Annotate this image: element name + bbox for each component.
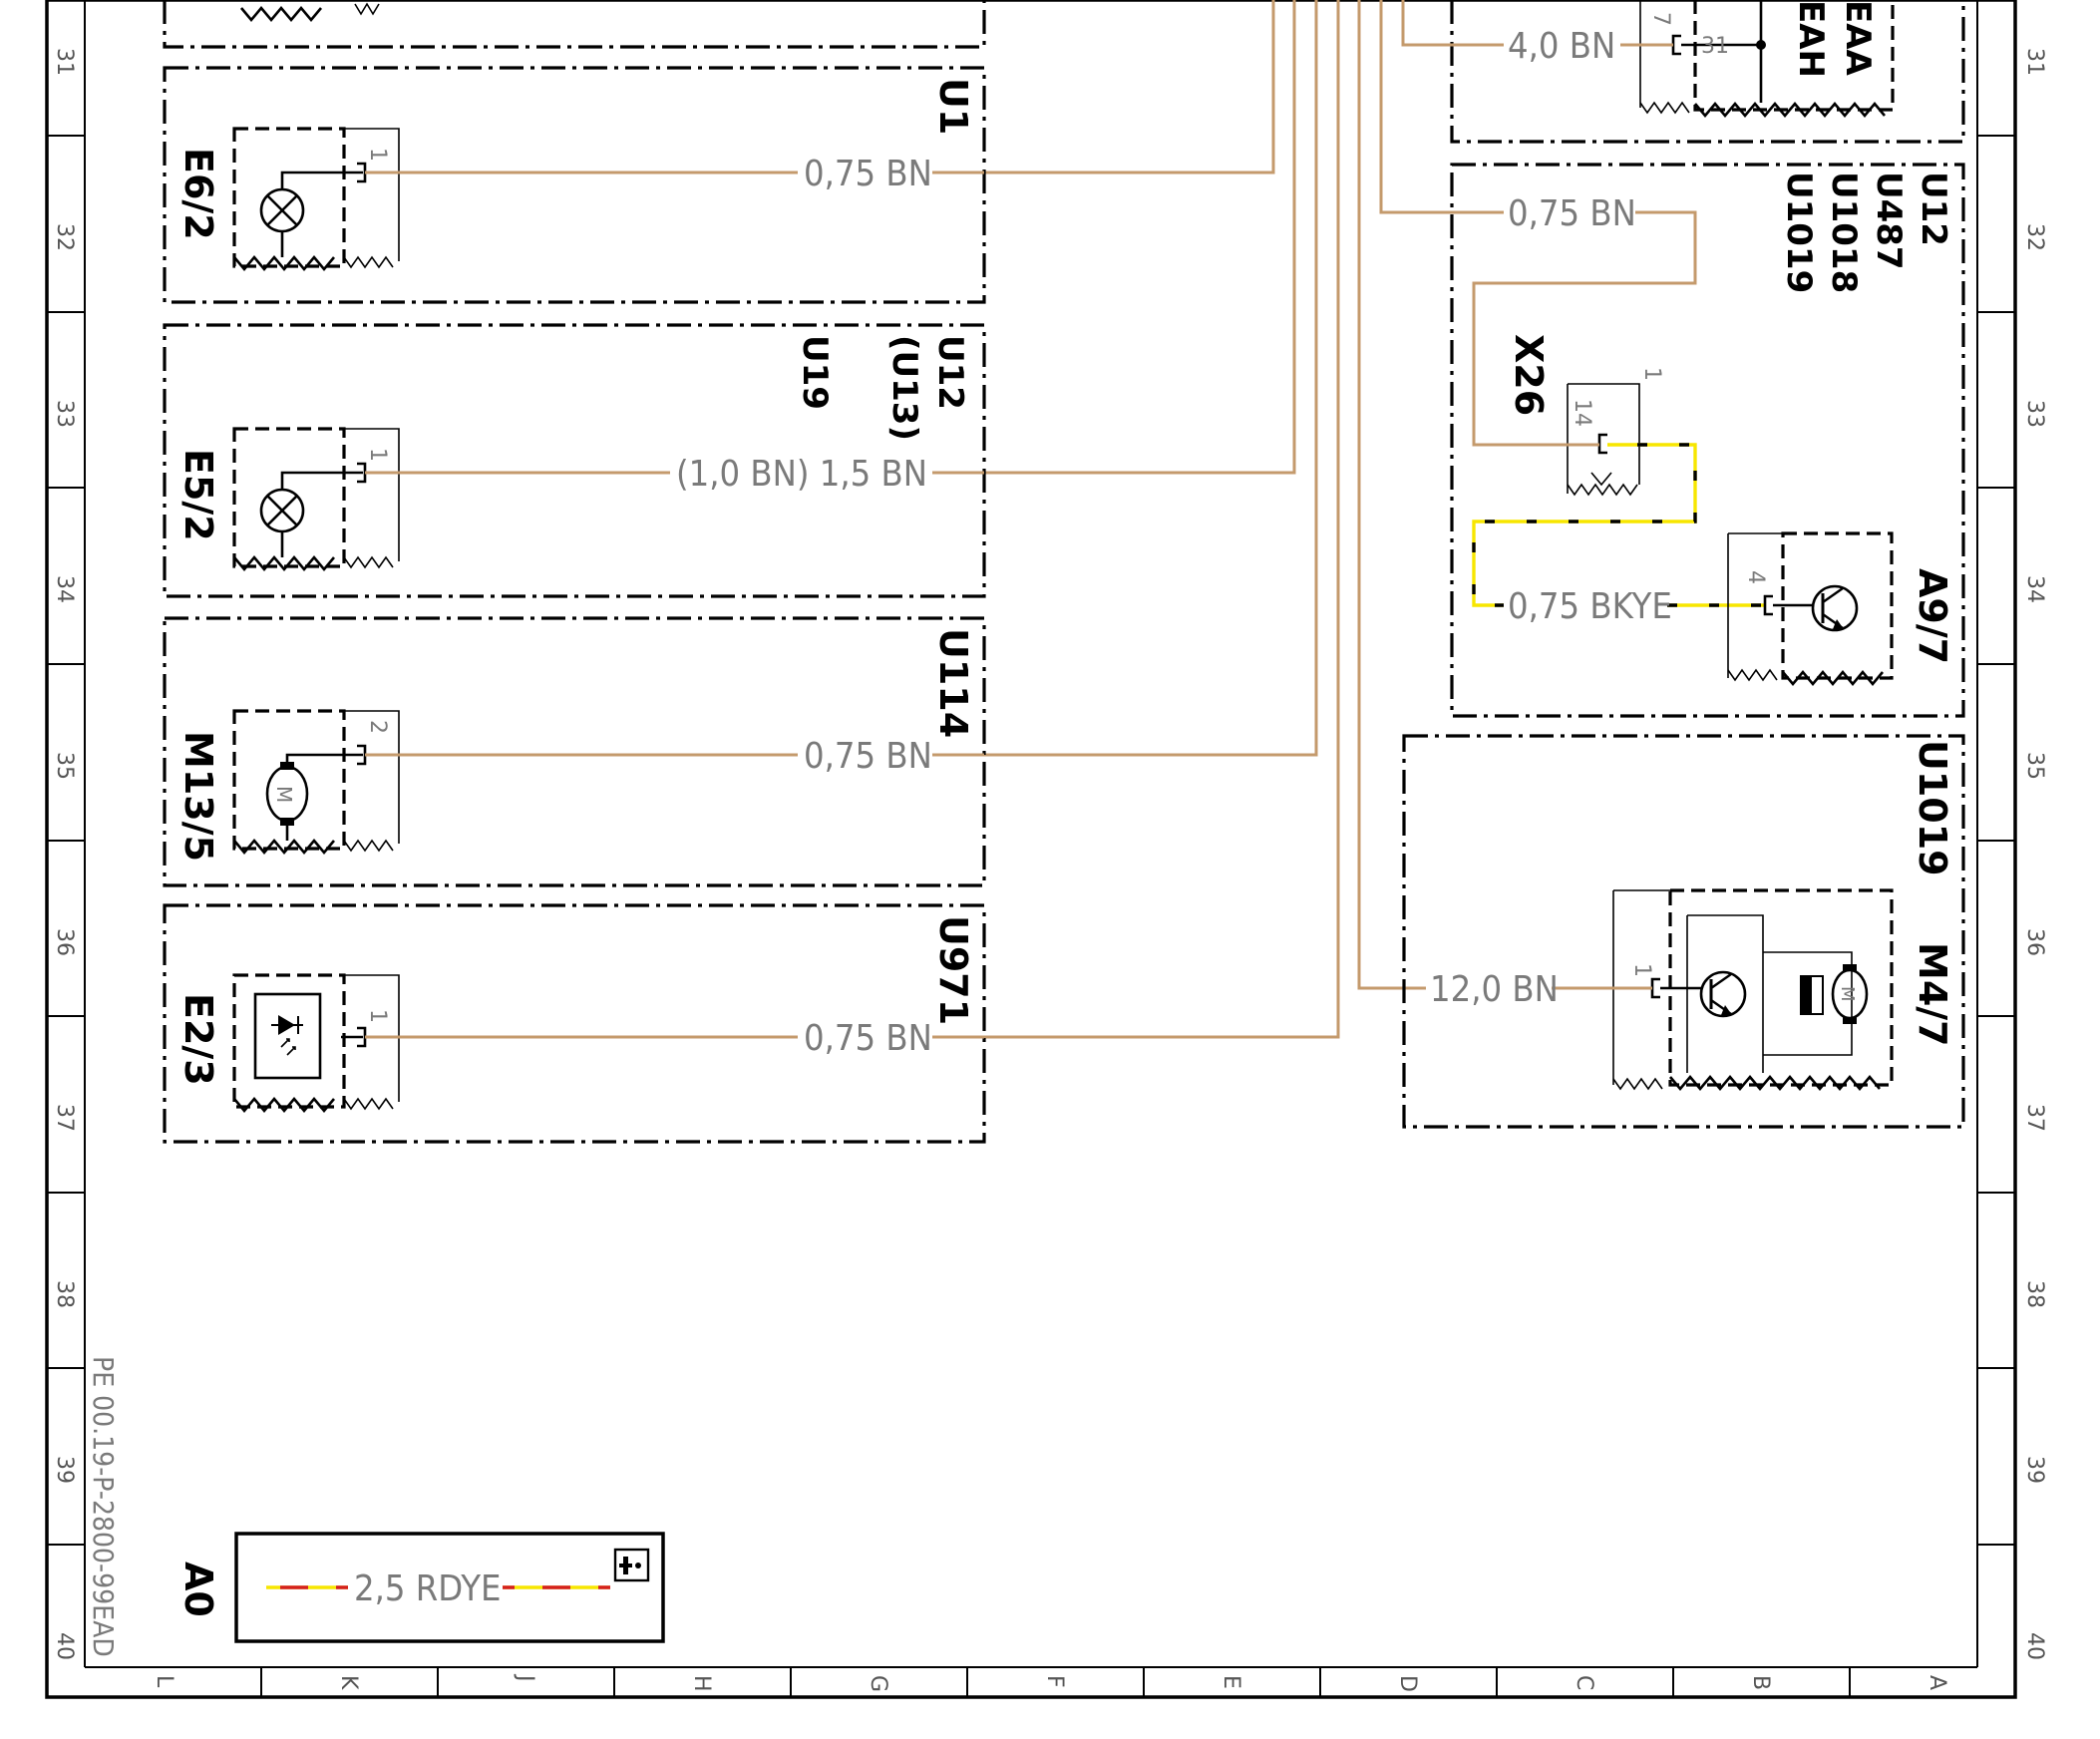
component-e6-2: U1 E6/2 1 0,75 BN (163, 66, 986, 304)
component-label: M4/7 (1911, 942, 1954, 1047)
lamp-icon (259, 488, 305, 533)
svg-text:7: 7 (1648, 12, 1673, 26)
info-icon (613, 1548, 650, 1582)
column-label: K (336, 1675, 361, 1690)
component-e2-3: U971 E2/3 1 0,75 BN (163, 903, 986, 1144)
row-label: 34 (2022, 575, 2047, 603)
svg-text:31: 31 (1701, 34, 1729, 59)
row-label: 39 (52, 1456, 77, 1484)
column-label: H (689, 1675, 714, 1692)
component-e5-2: U12 (U13) U19 E5/2 1 (1,0 BN) 1,5 BN (163, 323, 986, 598)
variant-code: (U13) (884, 335, 924, 441)
row-labels: 31 32 33 34 35 36 37 38 39 40 31 32 33 3… (52, 48, 2047, 1660)
component-label: A9/7 (1911, 568, 1954, 664)
svg-text:1: 1 (365, 148, 390, 162)
variant-code: U1018 (1824, 172, 1864, 293)
component-label: E2/3 (176, 993, 220, 1086)
svg-text:1: 1 (1629, 963, 1654, 977)
component-label: E5/2 (176, 449, 220, 541)
variant-code: U971 (931, 915, 975, 1025)
column-label: F (1042, 1675, 1067, 1688)
wire-label: 0,75 BN (804, 154, 932, 194)
variant-code: U487 (1869, 172, 1909, 270)
row-label: 33 (52, 400, 77, 428)
component-label: M13/5 (176, 731, 220, 862)
drawing-frame (45, 0, 2017, 1699)
row-label: 33 (2022, 400, 2047, 428)
variant-code: U12 (1914, 172, 1953, 246)
row-label: 34 (52, 575, 77, 603)
svg-text:14: 14 (1570, 399, 1594, 427)
component-x26-a9-7: U12 U487 U1018 U1019 X26 1 14 0,75 BN 0,… (1381, 163, 1965, 718)
column-label: A (1925, 1675, 1949, 1690)
led-icon (253, 992, 322, 1080)
svg-text:1: 1 (1639, 367, 1664, 381)
wire-label: (1,0 BN) 1,5 BN (676, 454, 927, 495)
column-label: D (1395, 1675, 1420, 1692)
transistor-icon (1773, 584, 1859, 632)
component-label: E6/2 (176, 148, 220, 240)
variant-code: EAA (1838, 0, 1878, 77)
column-label: C (1572, 1675, 1596, 1690)
wire-label: 0,75 BN (1508, 193, 1636, 234)
document-reference: PE 00.19-P-2800-99EAD (87, 1356, 120, 1657)
row-label: 36 (2022, 928, 2047, 956)
row-label: 38 (52, 1280, 77, 1308)
row-label: 31 (52, 48, 77, 76)
svg-text:1: 1 (365, 448, 390, 462)
wire-label: 0,75 BN (804, 736, 932, 777)
row-label: 32 (52, 223, 77, 251)
component-label: A0 (176, 1562, 220, 1617)
row-label: 35 (52, 752, 77, 780)
row-label: 32 (2022, 223, 2047, 251)
wire-label: 12,0 BN (1430, 969, 1559, 1010)
row-label: 31 (2022, 48, 2047, 76)
row-label: 37 (2022, 1104, 2047, 1132)
variant-code: U1 (931, 78, 975, 135)
row-label: 35 (2022, 752, 2047, 780)
row-label: 39 (2022, 1456, 2047, 1484)
component-m13-5: U114 M13/5 M 2 0,75 BN (163, 616, 986, 887)
wire-label: 0,75 BN (804, 1018, 932, 1059)
column-label: B (1748, 1675, 1773, 1690)
variant-code: U12 (930, 335, 970, 410)
row-label: 40 (52, 1632, 77, 1660)
column-labels: L K J H G F E D C B A (152, 1673, 1949, 1692)
svg-text:M: M (1837, 986, 1858, 1002)
svg-text:1: 1 (365, 1009, 390, 1023)
motor-icon: M (265, 762, 309, 826)
column-label: G (866, 1675, 890, 1692)
component-top-right: 7 31 EAA EAH 4,0 BN (1403, 0, 1965, 144)
component-m4-7: U1019 1 M M4/7 12,0 BN (1402, 734, 1965, 1129)
wire-label: 0,75 BKYE (1508, 586, 1672, 627)
row-label: 36 (52, 928, 77, 956)
transistor-icon (1660, 970, 1747, 1018)
row-label: 38 (2022, 1280, 2047, 1308)
component-a0: A0 2,5 RDYE (176, 1532, 665, 1643)
variant-code: U114 (931, 628, 975, 738)
component-label: X26 (1507, 334, 1551, 416)
column-label: L (152, 1675, 176, 1688)
fan-motor-icon: M (1800, 964, 1869, 1024)
variant-code: EAH (1791, 0, 1831, 78)
variant-code: U19 (795, 335, 835, 410)
svg-text:2: 2 (365, 720, 390, 734)
ground-bus (932, 0, 1504, 1039)
row-label: 40 (2022, 1632, 2047, 1660)
variant-code: U1019 (1911, 740, 1954, 876)
top-partial-box (163, 0, 986, 49)
column-label: E (1219, 1675, 1243, 1689)
column-label: J (513, 1673, 537, 1682)
svg-text:4: 4 (1743, 570, 1768, 584)
wire-label: 4,0 BN (1508, 26, 1615, 67)
variant-code: U1019 (1779, 172, 1819, 293)
wire-label: 2,5 RDYE (354, 1568, 501, 1609)
lamp-icon (259, 187, 305, 233)
svg-text:M: M (272, 786, 296, 803)
row-label: 37 (52, 1104, 77, 1132)
